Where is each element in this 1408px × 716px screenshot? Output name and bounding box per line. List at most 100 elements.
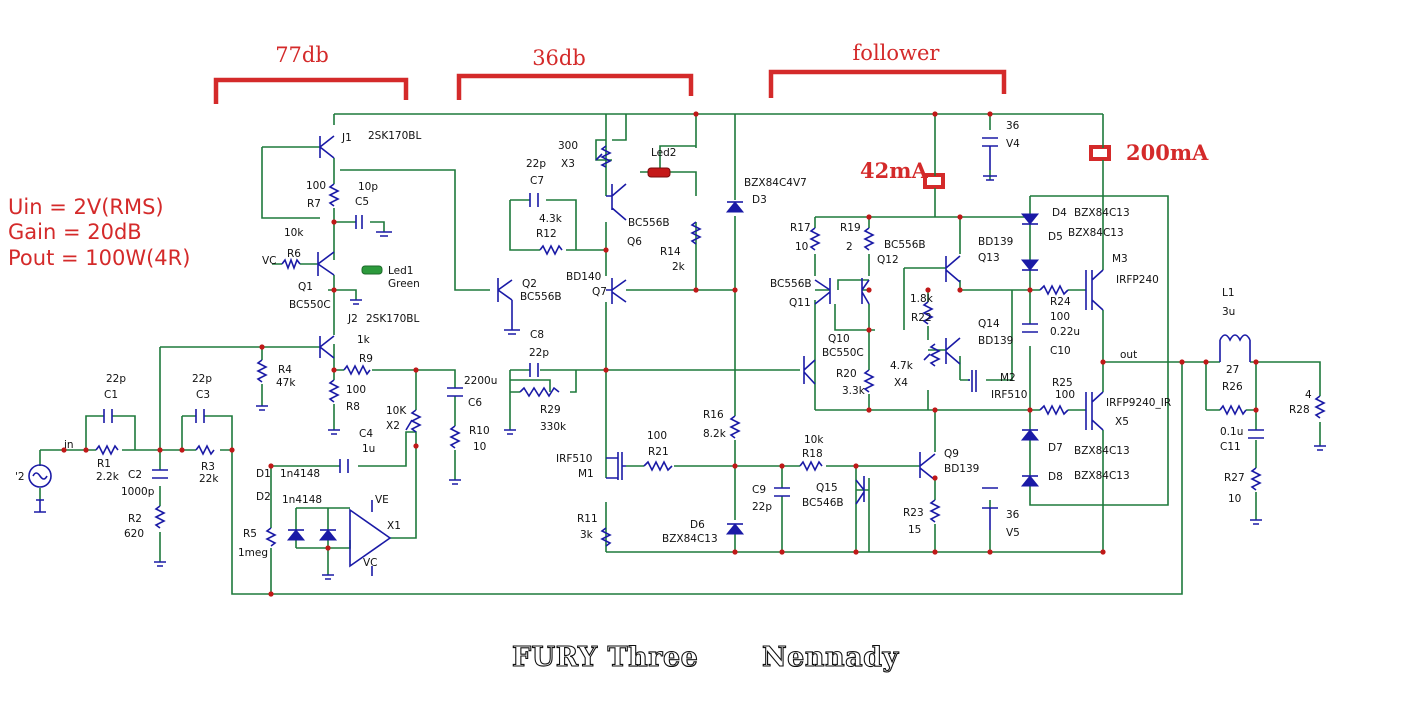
- component-label: D4: [1052, 207, 1067, 219]
- component-label: 4: [1305, 389, 1312, 401]
- component-label: IRF510: [991, 389, 1027, 401]
- component-label: IRFP240: [1116, 274, 1159, 286]
- junction-dots: [61, 111, 1259, 597]
- component-label: VE: [375, 494, 389, 506]
- current-marker-driver: [923, 173, 945, 189]
- section-brace-77db: 77db: [213, 43, 409, 104]
- component-label: X3: [561, 158, 575, 170]
- component-label: 1u: [362, 443, 375, 455]
- component-label: R9: [359, 353, 373, 365]
- component-label: 2: [846, 241, 853, 253]
- component-label: BZX84C13: [662, 533, 718, 545]
- component-label: R19: [840, 222, 861, 234]
- component-label: in: [64, 439, 74, 451]
- component-label: 0.22u: [1050, 326, 1080, 338]
- component-label: R1: [97, 458, 111, 470]
- signal-source-icon: [28, 464, 52, 488]
- component-label: BD139: [978, 236, 1013, 248]
- spec-output-power: Pout = 100W(4R): [8, 246, 190, 270]
- current-label-driver: 42mA: [860, 158, 928, 183]
- component-label: BZX84C13: [1074, 207, 1130, 219]
- component-label: 10k: [284, 227, 304, 239]
- component-label: 1000p: [121, 486, 155, 498]
- section-brace-follower: follower: [768, 41, 1007, 98]
- component-label: 3.3k: [842, 385, 866, 397]
- component-label: BD139: [944, 463, 979, 475]
- component-label: C11: [1220, 441, 1241, 453]
- component-label: 10: [1228, 493, 1241, 505]
- component-label: 36: [1006, 120, 1020, 132]
- section-label-36db: 36db: [532, 46, 586, 70]
- component-label: 0.1u: [1220, 426, 1243, 438]
- component-label: 330k: [540, 421, 567, 433]
- resistors: [95, 183, 1326, 547]
- component-label: 15: [908, 524, 921, 536]
- component-label: L1: [1222, 287, 1235, 299]
- led1-green-icon: [361, 265, 383, 275]
- component-label: 27: [1226, 364, 1239, 376]
- component-label: 1n4148: [280, 468, 320, 480]
- component-label: 100: [1055, 389, 1075, 401]
- component-label: Q9: [944, 448, 959, 460]
- component-label: 1k: [357, 334, 371, 346]
- component-label: Q1: [298, 281, 313, 293]
- component-label: 2SK170BL: [368, 130, 421, 142]
- component-label: 22p: [192, 373, 212, 385]
- component-label: V5: [1006, 527, 1020, 539]
- component-label: C6: [468, 397, 482, 409]
- component-label: 22k: [199, 473, 219, 485]
- component-label: J1: [341, 132, 352, 144]
- transistors: [317, 135, 1104, 505]
- component-label: Led2: [651, 147, 676, 159]
- component-label: 100: [346, 384, 366, 396]
- component-label: R2: [128, 513, 142, 525]
- component-label: 2SK170BL: [366, 313, 419, 325]
- ground-symbols: [34, 231, 1326, 580]
- component-label: BC546B: [802, 497, 844, 509]
- component-label: 2.2k: [96, 471, 120, 483]
- component-label: D3: [752, 194, 767, 206]
- component-label: C7: [530, 175, 544, 187]
- component-label: R29: [540, 404, 561, 416]
- component-label: R6: [287, 248, 301, 260]
- component-label: BZX84C13: [1068, 227, 1124, 239]
- component-label: C2: [128, 469, 142, 481]
- component-label: Q11: [789, 297, 811, 309]
- component-label: Led1: [388, 265, 413, 277]
- component-label: C5: [355, 196, 369, 208]
- spec-input-voltage: Uin = 2V(RMS): [8, 195, 164, 219]
- component-label: R25: [1052, 377, 1073, 389]
- component-label: Q15: [816, 482, 838, 494]
- component-label: Q10: [828, 333, 850, 345]
- diagram-title: FURY Three: [512, 642, 698, 673]
- component-label: R23: [903, 507, 924, 519]
- component-label: 22p: [526, 158, 546, 170]
- component-label: BC550C: [289, 299, 331, 311]
- component-label: 10k: [804, 434, 824, 446]
- current-marker-output: [1089, 145, 1111, 161]
- component-label: X5: [1115, 416, 1129, 428]
- component-label: R11: [577, 513, 598, 525]
- component-label: IRF510: [556, 453, 592, 465]
- component-label: R14: [660, 246, 681, 258]
- component-label: D5: [1048, 231, 1063, 243]
- component-label: VC: [262, 255, 277, 267]
- component-label: BD140: [566, 271, 601, 283]
- spec-gain: Gain = 20dB: [8, 220, 142, 244]
- component-label: M1: [578, 468, 594, 480]
- component-label: C1: [104, 389, 118, 401]
- diodes: [286, 201, 1040, 541]
- component-label: 2200u: [464, 375, 497, 387]
- component-label: 8.2k: [703, 428, 727, 440]
- section-label-77db: 77db: [275, 43, 329, 67]
- component-label: BZX84C13: [1074, 470, 1130, 482]
- component-label: 36: [1006, 509, 1020, 521]
- component-label: 10K: [386, 405, 407, 417]
- component-label: 22p: [106, 373, 126, 385]
- component-label: V4: [1006, 138, 1020, 150]
- component-label: 3k: [580, 529, 594, 541]
- component-label: BC556B: [884, 239, 926, 251]
- inductor-l1: [1219, 334, 1251, 362]
- component-label: 1meg: [238, 547, 268, 559]
- component-label: R3: [201, 461, 215, 473]
